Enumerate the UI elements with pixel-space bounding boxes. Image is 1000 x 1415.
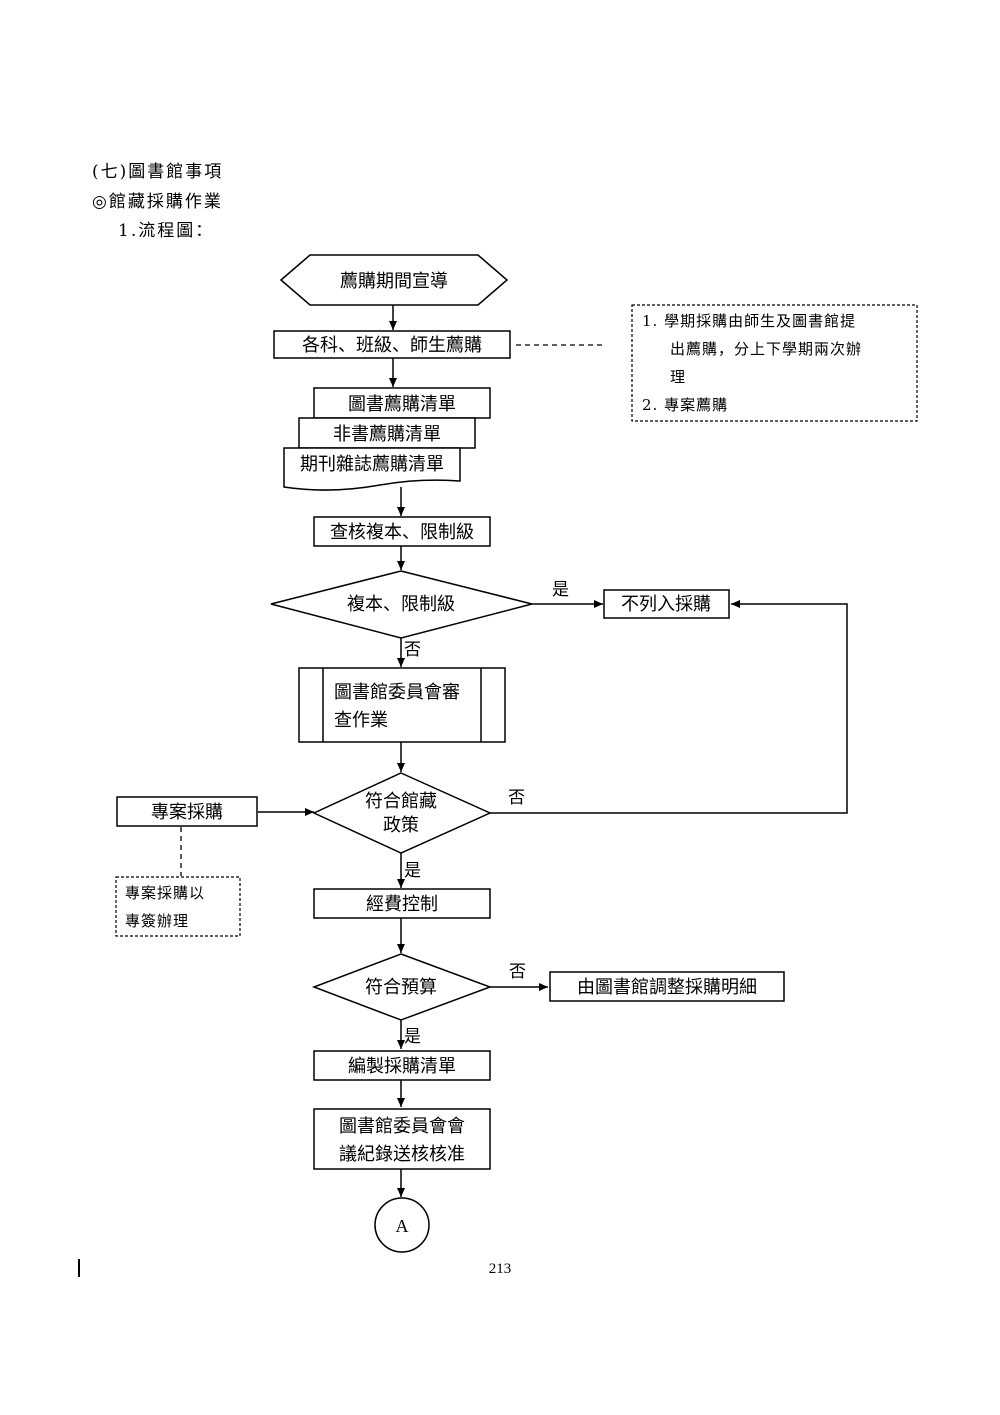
margin-bar <box>78 1259 80 1277</box>
decision-policy-label: 符合館藏 <box>365 791 437 812</box>
connector-a: A <box>374 1197 430 1253</box>
decision-policy: 符合館藏 政策 <box>312 772 492 854</box>
recommend-lists: 圖書薦購清單 非書薦購清單 期刊雜誌薦購清單 <box>283 387 491 491</box>
minutes-approval-node: 圖書館委員會會 議紀錄送核核准 <box>313 1108 491 1170</box>
decision-budget-label: 符合預算 <box>365 977 437 998</box>
adjust-node: 由圖書館調整採購明細 <box>549 971 785 1002</box>
special-note: 專案採購以 專簽辦理 <box>115 876 241 937</box>
subsection-heading: ◎館藏採購作業 <box>92 192 223 212</box>
item-heading: 1.流程圖： <box>118 221 215 241</box>
no-label: 否 <box>509 962 526 982</box>
recommend-note: 1. 學期採購由師生及圖書館提 出薦購，分上下學期兩次辦 理 2. 專案薦購 <box>631 304 918 422</box>
yes-label: 是 <box>404 1027 421 1047</box>
minutes-approval-label: 圖書館委員會會 <box>339 1116 465 1137</box>
committee-review-label: 圖書館委員會審 <box>334 682 460 703</box>
note-line: 專案採購以 <box>125 884 205 902</box>
committee-review-node: 圖書館委員會審 查作業 <box>298 667 506 743</box>
recommend-label: 各科、班級、師生薦購 <box>302 335 482 356</box>
special-purchase-label: 專案採購 <box>151 802 223 823</box>
make-list-label: 編製採購清單 <box>348 1056 456 1077</box>
make-list-node: 編製採購清單 <box>313 1050 491 1081</box>
decision-policy-label: 政策 <box>383 815 419 836</box>
committee-review-label: 查作業 <box>334 710 388 731</box>
exclude-label: 不列入採購 <box>621 594 711 615</box>
list-books-box <box>313 387 491 419</box>
no-label: 否 <box>508 788 525 808</box>
budget-control-label: 經費控制 <box>366 894 438 915</box>
decision-budget: 符合預算 <box>311 953 493 1021</box>
check-node: 查核複本、限制級 <box>313 516 491 547</box>
decision-duplicate-label: 複本、限制級 <box>347 594 455 615</box>
decision-duplicate: 複本、限制級 <box>270 570 533 639</box>
list-periodical-box <box>283 447 461 491</box>
yes-label: 是 <box>552 580 569 600</box>
list-periodical-label: 期刊雜誌薦購清單 <box>300 454 444 475</box>
list-books-label: 圖書薦購清單 <box>348 394 456 415</box>
minutes-approval-label: 議紀錄送核核准 <box>339 1144 465 1165</box>
note-line: 專簽辦理 <box>125 912 189 930</box>
recommend-node: 各科、班級、師生薦購 <box>273 330 511 359</box>
start-label: 薦購期間宣導 <box>340 271 448 292</box>
no-label: 否 <box>404 640 421 660</box>
note-line: 出薦購，分上下學期兩次辦 <box>670 340 862 358</box>
list-nonbook-label: 非書薦購清單 <box>333 424 441 445</box>
exclude-node: 不列入採購 <box>603 589 730 619</box>
check-label: 查核複本、限制級 <box>330 522 474 543</box>
note-line: 2. 專案薦購 <box>642 396 728 414</box>
yes-label: 是 <box>404 861 421 881</box>
connector-label: A <box>396 1216 409 1236</box>
start-node: 薦購期間宣導 <box>279 254 509 306</box>
flow-connectors <box>258 305 848 1197</box>
note-line: 理 <box>670 368 686 386</box>
page-number: 213 <box>488 1261 512 1277</box>
budget-control-node: 經費控制 <box>313 888 491 919</box>
section-heading: (七)圖書館事項 <box>92 162 224 182</box>
note-line: 1. 學期採購由師生及圖書館提 <box>642 312 856 330</box>
adjust-label: 由圖書館調整採購明細 <box>577 977 757 998</box>
special-purchase-node: 專案採購 <box>116 796 258 827</box>
